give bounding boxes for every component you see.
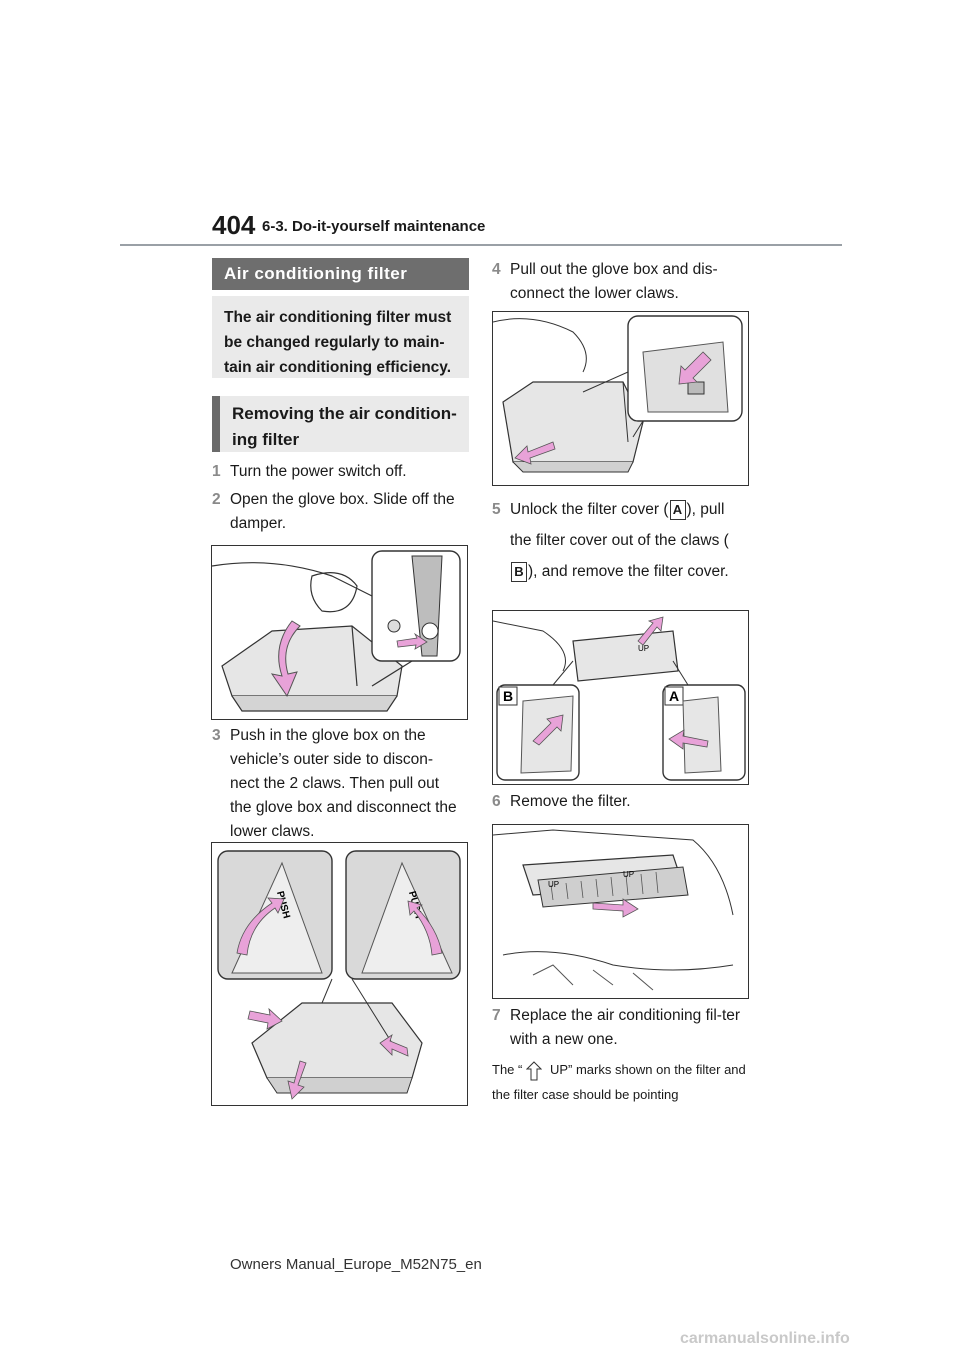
arrow-icon (407, 900, 443, 956)
figure-glove-box-damper (211, 545, 468, 720)
arrow-icon (532, 714, 564, 746)
step-4: 4 Pull out the glove box and dis-connect … (492, 258, 748, 306)
step-text: Pull out the glove box and dis-connect t… (510, 261, 718, 303)
section-title: 6-3. Do-it-yourself maintenance (262, 218, 486, 235)
arrow-icon (270, 620, 301, 698)
step-number: 7 (492, 1007, 501, 1024)
step-text: Unlock the filter cover ( (510, 501, 669, 518)
arrow-icon (514, 441, 556, 465)
arrow-icon (247, 1007, 283, 1030)
watermark: carmanualsonline.info (680, 1330, 850, 1347)
arrow-icon (396, 632, 428, 650)
figure-glove-box-push: PUSH PUSH (211, 842, 468, 1106)
step-2: 2 Open the glove box. Slide off the dampe… (212, 488, 468, 536)
step-7: 7 Replace the air conditioning fil-ter wi… (492, 1004, 748, 1052)
figure-remove-filter: UP UP (492, 824, 749, 999)
step-text: Push in the glove box on the vehicle’s o… (230, 727, 457, 841)
up-label: UP (548, 880, 559, 889)
label-a: A (669, 688, 679, 704)
step-number: 4 (492, 261, 501, 278)
arrow-icon (236, 897, 285, 956)
page-number: 404 (212, 210, 256, 240)
step-text: ), and remove the filter cover. (528, 563, 729, 580)
step-number: 5 (492, 501, 501, 518)
step-text: Remove the filter. (510, 793, 631, 810)
header-divider (120, 244, 842, 246)
step-text: Open the glove box. Slide off the damper… (230, 491, 455, 533)
intro-text: The air conditioning filter must be chan… (212, 296, 469, 378)
footer-manual-id: Owners Manual_Europe_M52N75_en (230, 1256, 482, 1273)
step-1: 1 Turn the power switch off. (212, 460, 468, 484)
step-text: Turn the power switch off. (230, 463, 407, 480)
arrow-icon (637, 616, 664, 646)
main-heading: Air conditioning filter (212, 258, 469, 290)
up-arrow-icon (526, 1060, 543, 1081)
arrow-icon (678, 351, 712, 385)
sub-heading: Removing the air condition-ing filter (212, 396, 469, 452)
arrow-icon (379, 1034, 409, 1057)
arrow-icon (668, 729, 709, 750)
up-label: UP (623, 870, 634, 879)
note-part: The “ (492, 1062, 523, 1077)
note-part: UP” marks shown on the filter and the fi… (492, 1062, 746, 1102)
label-b: B (503, 688, 513, 704)
arrow-icon (592, 898, 639, 918)
step-text: ), pull the filter cover out of the claw… (510, 501, 729, 549)
figure-filter-cover: UP B A (492, 610, 749, 785)
step-number: 6 (492, 793, 501, 810)
arrow-icon (287, 1060, 307, 1100)
step-number: 3 (212, 727, 221, 744)
step-3: 3 Push in the glove box on the vehicle’s … (212, 724, 468, 844)
step-number: 1 (212, 463, 221, 480)
step-5: 5 Unlock the filter cover (A), pull the f… (492, 494, 748, 587)
step-number: 2 (212, 491, 221, 508)
up-label: UP (638, 644, 649, 653)
label-b-box: B (511, 561, 527, 582)
step-text: Replace the air conditioning fil-ter wit… (510, 1007, 741, 1049)
label-a-box: A (669, 499, 686, 520)
step-6: 6 Remove the filter. (492, 790, 748, 814)
figure-pull-glove-box (492, 311, 749, 486)
note-text: The “ UP” marks shown on the filter and … (492, 1058, 754, 1107)
